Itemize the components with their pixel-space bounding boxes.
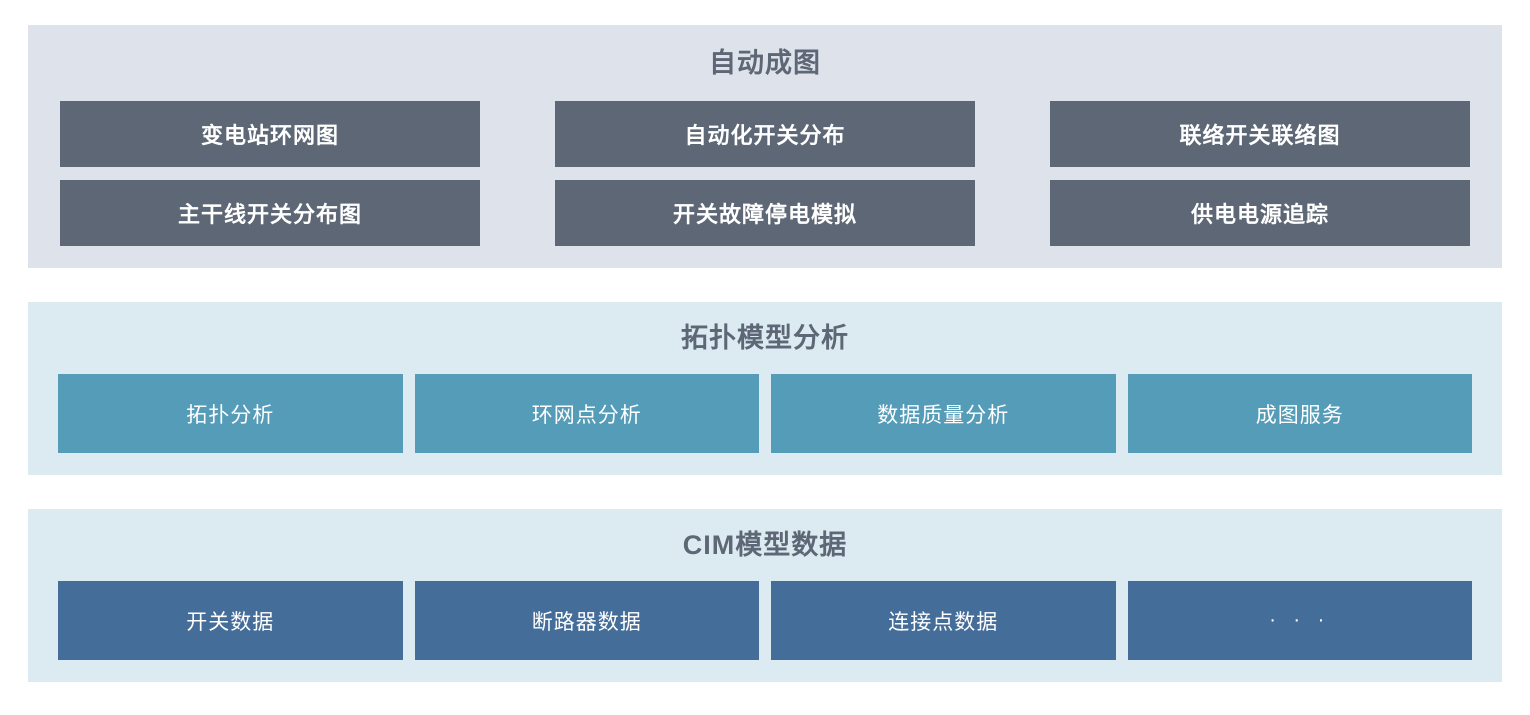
button-automation-switch-distribution[interactable]: 自动化开关分布 [555, 101, 975, 167]
button-label: 联络开关联络图 [1179, 123, 1341, 148]
button-tie-switch-connection-diagram[interactable]: 联络开关联络图 [1050, 101, 1470, 167]
button-label: · · · [1269, 609, 1331, 631]
panel-topology-model-analysis: 拓扑模型分析 拓扑分析 环网点分析 数据质量分析 成图服务 [28, 302, 1502, 475]
panel-title-cim-model-data: CIM模型数据 [682, 530, 848, 560]
button-label: 开关数据 [186, 610, 275, 634]
button-switch-fault-outage-simulation[interactable]: 开关故障停电模拟 [555, 180, 975, 246]
button-circuit-breaker-data[interactable]: 断路器数据 [414, 581, 759, 660]
button-label: 变电站环网图 [200, 123, 339, 148]
panel-title-topology-model-analysis: 拓扑模型分析 [681, 323, 849, 353]
panel-title-auto-mapping: 自动成图 [709, 48, 821, 78]
panel-gap-1 [28, 268, 1502, 302]
button-label: 供电电源追踪 [1190, 202, 1329, 227]
button-grid-auto-mapping: 变电站环网图 自动化开关分布 联络开关联络图 主干线开关分布图 开关故障停电模拟… [60, 101, 1470, 246]
button-label: 成图服务 [1255, 403, 1344, 427]
button-grid-topology-model-analysis: 拓扑分析 环网点分析 数据质量分析 成图服务 [58, 374, 1472, 453]
button-switch-data[interactable]: 开关数据 [58, 581, 403, 660]
button-label: 断路器数据 [531, 610, 642, 634]
button-label: 数据质量分析 [877, 403, 1010, 427]
button-more-data[interactable]: · · · [1127, 581, 1472, 660]
button-connectivity-node-data[interactable]: 连接点数据 [771, 581, 1116, 660]
button-data-quality-analysis[interactable]: 数据质量分析 [771, 374, 1116, 453]
button-label: 自动化开关分布 [684, 123, 846, 148]
button-substation-ring-network-diagram[interactable]: 变电站环网图 [60, 101, 480, 167]
panel-gap-2 [28, 475, 1502, 509]
button-label: 主干线开关分布图 [177, 202, 362, 227]
button-grid-cim-model-data: 开关数据 断路器数据 连接点数据 · · · [58, 581, 1472, 660]
button-mapping-service[interactable]: 成图服务 [1127, 374, 1472, 453]
button-ring-network-point-analysis[interactable]: 环网点分析 [414, 374, 759, 453]
panel-auto-mapping: 自动成图 变电站环网图 自动化开关分布 联络开关联络图 主干线开关分布图 开关故… [28, 25, 1502, 268]
button-label: 拓扑分析 [186, 403, 275, 427]
button-label: 开关故障停电模拟 [672, 202, 857, 227]
button-label: 环网点分析 [531, 403, 642, 427]
button-trunk-line-switch-distribution-diagram[interactable]: 主干线开关分布图 [60, 180, 480, 246]
button-power-supply-source-tracing[interactable]: 供电电源追踪 [1050, 180, 1470, 246]
button-topology-analysis[interactable]: 拓扑分析 [58, 374, 403, 453]
panel-cim-model-data: CIM模型数据 开关数据 断路器数据 连接点数据 · · · [28, 509, 1502, 682]
button-label: 连接点数据 [888, 610, 999, 634]
